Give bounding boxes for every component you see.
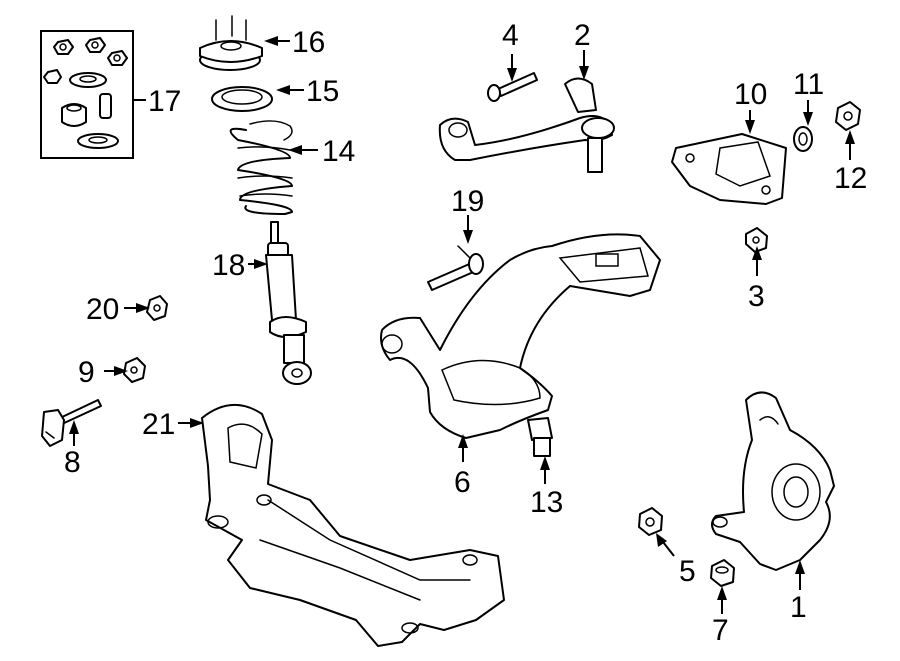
hardware-kit-17: [40, 30, 134, 159]
callout-13: 13: [530, 486, 563, 519]
bracket-10: [671, 133, 787, 205]
crossmember-21: [201, 403, 505, 647]
callout-10: 10: [734, 78, 767, 111]
callout-18: 18: [212, 249, 245, 282]
callout-11: 11: [793, 68, 824, 101]
nut-9: [123, 357, 146, 383]
shock-absorber-18: [265, 221, 312, 385]
callout-19: 19: [451, 185, 484, 218]
nut-20: [146, 295, 168, 321]
callout-6: 6: [454, 466, 471, 499]
kit-nut: [43, 69, 62, 84]
kit-nut: [107, 50, 128, 66]
nut-3: [745, 227, 768, 253]
nut-12: [835, 101, 861, 131]
coil-spring-14: [229, 120, 293, 215]
kit-washer: [69, 72, 107, 88]
callout-14: 14: [322, 135, 355, 168]
callout-4: 4: [502, 19, 519, 52]
callout-3: 3: [748, 280, 765, 313]
callout-12: 12: [834, 162, 867, 195]
callout-16: 16: [292, 26, 325, 59]
kit-sleeve: [99, 93, 112, 119]
ball-joint-13: [527, 417, 553, 457]
kit-washer: [77, 133, 119, 149]
callout-15: 15: [306, 75, 339, 108]
kit-bushing: [61, 103, 87, 127]
callout-17: 17: [148, 85, 181, 118]
callout-9: 9: [78, 356, 95, 389]
bolt-4: [487, 72, 538, 102]
callout-1: 1: [790, 591, 807, 624]
callout-20: 20: [86, 293, 119, 326]
spring-insulator-15: [211, 86, 273, 112]
kit-nut: [53, 39, 74, 55]
bolt-19: [427, 245, 484, 291]
strut-mount-16: [199, 15, 263, 71]
lower-control-arm-6: [380, 233, 661, 439]
bushing-11: [793, 126, 813, 152]
callout-5: 5: [679, 555, 696, 588]
steering-knuckle-1: [711, 391, 835, 571]
callout-7: 7: [712, 614, 729, 647]
callout-2: 2: [574, 19, 591, 52]
upper-control-arm-2: [438, 77, 615, 173]
callout-21: 21: [142, 408, 175, 441]
kit-nut: [85, 37, 106, 53]
callout-8: 8: [64, 446, 81, 479]
cam-bolt-8: [41, 399, 102, 447]
nut-5: [638, 507, 663, 536]
nut-7: [710, 559, 735, 587]
